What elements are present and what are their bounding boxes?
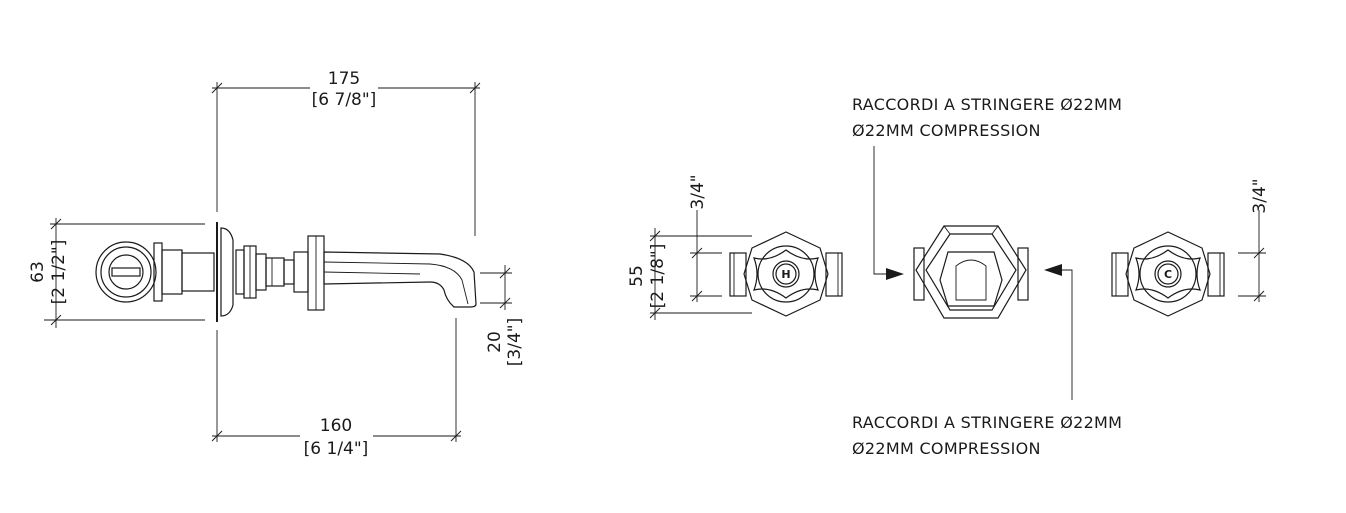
hot-label: H xyxy=(781,268,790,281)
note-bottom-line1: RACCORDI A STRINGERE Ø22MM xyxy=(852,413,1122,432)
spout-front xyxy=(913,225,1029,319)
dim-63-mm: 63 xyxy=(28,261,48,283)
dim-175-mm: 175 xyxy=(328,69,360,89)
hot-valve: H xyxy=(729,231,843,317)
spout xyxy=(293,235,477,311)
note-top-line1: RACCORDI A STRINGERE Ø22MM xyxy=(852,95,1122,114)
dimension-55: 55 [2 1/8"] xyxy=(627,228,752,320)
wall-plate xyxy=(216,222,295,322)
callout-top: RACCORDI A STRINGERE Ø22MM Ø22MM COMPRES… xyxy=(852,95,1122,280)
dimension-20: 20 [3/4"] xyxy=(480,265,525,366)
thread-dimension-left: 3/4" xyxy=(688,174,722,302)
cold-label: C xyxy=(1164,268,1172,281)
dim-20-inch: [3/4"] xyxy=(505,318,525,366)
side-view: 175 [6 7/8"] 63 [2 1/2"] xyxy=(28,69,525,459)
handle-end-view xyxy=(95,241,215,303)
dim-63-inch: [2 1/2"] xyxy=(49,240,69,305)
dim-20-mm: 20 xyxy=(485,331,505,353)
dim-55-inch: [2 1/8"] xyxy=(648,244,668,309)
note-top-line2: Ø22MM COMPRESSION xyxy=(852,121,1041,140)
front-view: 55 [2 1/8"] 3/4" H xyxy=(627,95,1270,458)
cold-valve: C xyxy=(1111,231,1225,317)
dim-160-inch: [6 1/4"] xyxy=(304,439,369,459)
note-bottom-line2: Ø22MM COMPRESSION xyxy=(852,439,1041,458)
dimension-175: 175 [6 7/8"] xyxy=(211,69,481,236)
thread-dimension-right: 3/4" xyxy=(1238,178,1270,302)
dimension-160: 160 [6 1/4"] xyxy=(211,318,462,459)
dim-175-inch: [6 7/8"] xyxy=(312,90,377,110)
dimension-63: 63 [2 1/2"] xyxy=(28,218,205,328)
dim-160-mm: 160 xyxy=(320,416,352,436)
callout-bottom: RACCORDI A STRINGERE Ø22MM Ø22MM COMPRES… xyxy=(852,264,1122,458)
thread-left-label: 3/4" xyxy=(688,174,708,209)
dim-55-mm: 55 xyxy=(627,265,647,287)
thread-right-label: 3/4" xyxy=(1250,178,1270,213)
